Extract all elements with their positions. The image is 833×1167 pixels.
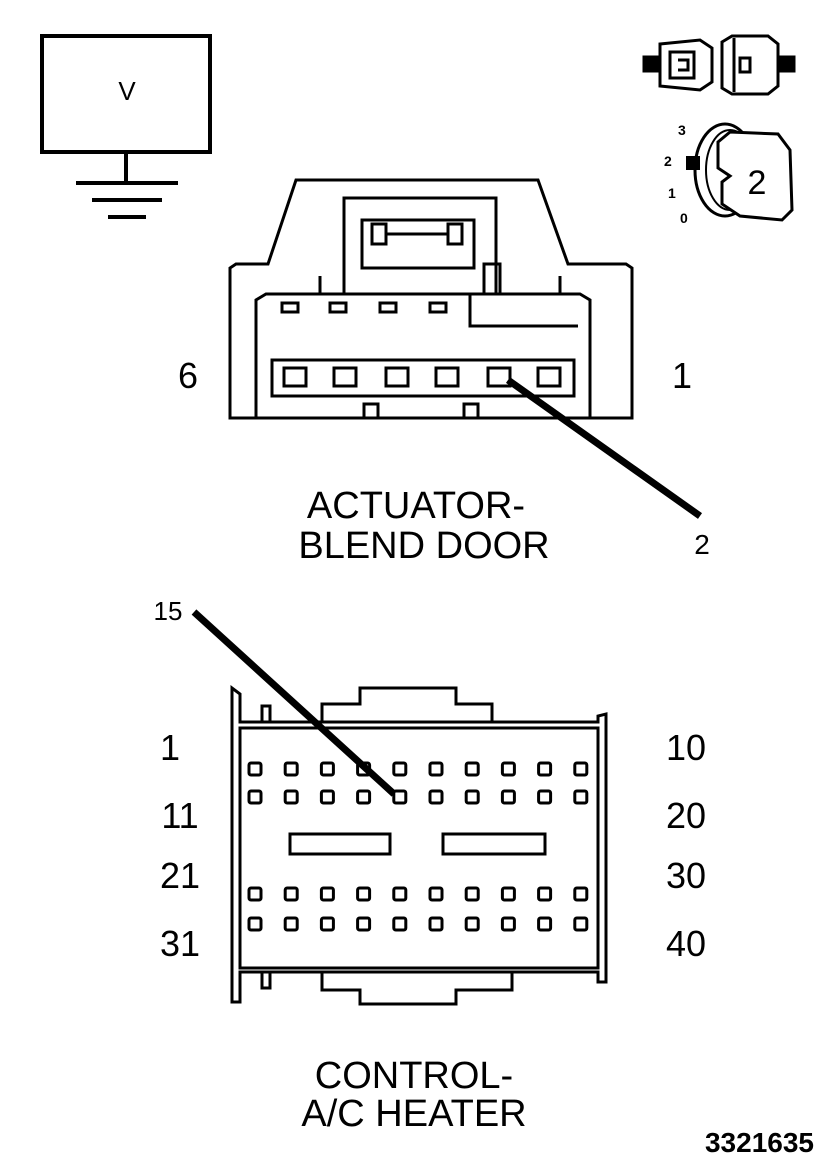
control-pin-cavity: [428, 886, 444, 902]
control-pin-cavity: [392, 789, 408, 805]
control-pin-cavity: [573, 916, 589, 932]
control-pin-cavity: [537, 761, 553, 777]
control-pin-cavity: [464, 886, 480, 902]
control-pin-cavity: [573, 886, 589, 902]
control-pin-cavity: [392, 886, 408, 902]
ground-icon: [76, 181, 178, 219]
actuator-pin-left-label: 6: [178, 355, 198, 396]
control-pin-cavity: [247, 789, 263, 805]
control-pin-cavity: [464, 761, 480, 777]
voltmeter-label: V: [118, 76, 136, 106]
control-title-line2: A/C HEATER: [301, 1093, 526, 1135]
control-row2-right-label: 20: [666, 795, 706, 836]
control-pin-cavity: [428, 761, 444, 777]
actuator-connector: [228, 178, 634, 420]
control-row3-right-label: 30: [666, 855, 706, 896]
control-pin-cavity: [319, 886, 335, 902]
control-pin-cavity: [464, 789, 480, 805]
control-pin-cavity: [283, 886, 299, 902]
control-pin-cavity: [319, 761, 335, 777]
control-pin-cavity: [356, 916, 372, 932]
control-row4-right-label: 40: [666, 923, 706, 964]
control-pin-cavity: [537, 789, 553, 805]
control-pin-cavity: [428, 789, 444, 805]
control-pin-cavity: [247, 761, 263, 777]
actuator-title-line1: ACTUATOR-: [307, 485, 525, 527]
control-pin-cavity: [283, 789, 299, 805]
voltmeter-symbol: V: [40, 34, 212, 219]
actuator-title-line2: BLEND DOOR: [298, 525, 549, 567]
control-pin-cavity: [500, 886, 516, 902]
control-row2-left-label: 11: [161, 795, 198, 836]
control-pin-cavity: [247, 886, 263, 902]
control-pin-cavity: [392, 761, 408, 777]
figure-id: 3321635: [705, 1127, 814, 1158]
control-pin-cavity: [356, 886, 372, 902]
control-pin-cavity: [392, 916, 408, 932]
control-pin-cavity: [428, 916, 444, 932]
control-title-line1: CONTROL-: [315, 1055, 513, 1097]
control-connector: [230, 685, 608, 1006]
actuator-pin-right-label: 1: [672, 355, 692, 396]
control-callout-pin: 15: [154, 596, 183, 626]
actuator-callout-pin: 2: [694, 529, 710, 560]
key-current-position: 2: [748, 164, 767, 202]
control-pin-grid: [247, 761, 589, 932]
control-pin-cavity: [537, 886, 553, 902]
control-row4-left-label: 31: [160, 923, 200, 964]
key-position-2: 2: [664, 153, 672, 169]
disconnected-connector-icon: [642, 34, 796, 96]
control-row1-left-label: 1: [160, 727, 180, 768]
ignition-key-icon: 3 2 1 0 2: [664, 122, 794, 226]
control-pin-cavity: [500, 761, 516, 777]
control-pin-cavity: [573, 761, 589, 777]
control-pin-cavity: [500, 789, 516, 805]
control-pin-cavity: [356, 789, 372, 805]
key-position-0: 0: [680, 210, 688, 226]
control-callout-line: [191, 609, 397, 797]
control-pin-cavity: [283, 761, 299, 777]
control-pin-cavity: [319, 916, 335, 932]
control-row1-right-label: 10: [666, 727, 706, 768]
control-row3-left-label: 21: [160, 855, 200, 896]
actuator-callout-line: [505, 377, 703, 519]
key-position-1: 1: [668, 185, 676, 201]
control-pin-cavity: [247, 916, 263, 932]
control-pin-cavity: [464, 916, 480, 932]
control-pin-cavity: [319, 789, 335, 805]
control-pin-cavity: [283, 916, 299, 932]
control-pin-cavity: [537, 916, 553, 932]
control-pin-cavity: [500, 916, 516, 932]
control-pin-cavity: [573, 789, 589, 805]
key-position-3: 3: [678, 122, 686, 138]
